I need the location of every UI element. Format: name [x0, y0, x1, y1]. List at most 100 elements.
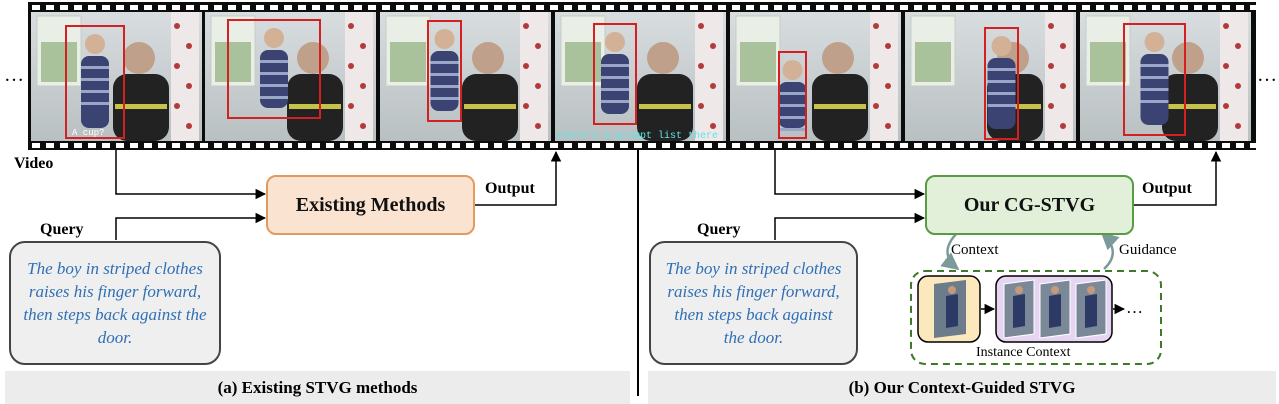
- film-perforation: [1096, 5, 1104, 10]
- film-perforations-top: [32, 5, 1258, 10]
- context-label: Context: [951, 242, 999, 258]
- cgstvg-output-arrow: [1134, 150, 1222, 206]
- frame-curtain: [1045, 12, 1073, 141]
- curtain-flower: [873, 63, 879, 69]
- film-perforation: [816, 143, 824, 148]
- film-perforation: [200, 143, 208, 148]
- frame-person-boy-head: [85, 34, 105, 54]
- frame-person-boy: [430, 51, 459, 111]
- frame-boy-stripe: [778, 104, 807, 107]
- film-perforation: [284, 5, 292, 10]
- film-perforation: [214, 143, 222, 148]
- film-perforation: [634, 5, 642, 10]
- film-perforation: [830, 5, 838, 10]
- instance-context-diagram: [910, 270, 1162, 365]
- target-bounding-box: [227, 19, 321, 119]
- film-perforation: [1082, 143, 1090, 148]
- film-perforation: [536, 5, 544, 10]
- target-bounding-box: [984, 27, 1019, 140]
- curtain-flower: [698, 103, 704, 109]
- frame-person-boy: [601, 54, 629, 114]
- film-perforation: [270, 5, 278, 10]
- frame-curtain: [695, 12, 723, 141]
- frame-boy-stripe: [260, 60, 288, 63]
- film-perforation: [88, 143, 96, 148]
- target-bounding-box: [65, 25, 125, 139]
- frame-boy-stripe: [260, 84, 288, 87]
- instance-ellipsis: …: [1126, 298, 1143, 317]
- curtain-flower: [710, 123, 716, 129]
- video-to-existing-arrow: [115, 150, 267, 200]
- film-perforation: [424, 143, 432, 148]
- film-perforation: [522, 143, 530, 148]
- query-label: Query: [40, 221, 84, 238]
- frame-shirt-stripe: [115, 104, 167, 109]
- film-perforation: [634, 143, 642, 148]
- film-perforation: [46, 5, 54, 10]
- film-perforation: [732, 5, 740, 10]
- film-perforation: [1222, 143, 1230, 148]
- film-perforation: [928, 143, 936, 148]
- film-perforation: [60, 5, 68, 10]
- frame-person-boy-head: [1144, 32, 1165, 52]
- film-perforation: [256, 5, 264, 10]
- film-perforation: [690, 143, 698, 148]
- frame-boy-stripe: [1140, 88, 1169, 91]
- film-perforation: [676, 143, 684, 148]
- target-bounding-box: [778, 51, 807, 139]
- frame-boy-stripe: [987, 104, 1016, 107]
- film-perforation: [914, 5, 922, 10]
- context-arrow: [940, 231, 960, 271]
- initial-instance-thumb: [934, 280, 966, 338]
- frame-boy-stripe: [987, 92, 1016, 95]
- frame-person-boy-head: [605, 32, 625, 52]
- frame-person-adult-head: [822, 42, 854, 74]
- film-perforation: [942, 143, 950, 148]
- film-perforation: [410, 143, 418, 148]
- film-perforation: [550, 5, 558, 10]
- film-perforation: [886, 5, 894, 10]
- film-perforation: [886, 143, 894, 148]
- film-perforation: [536, 143, 544, 148]
- film-perforation: [984, 143, 992, 148]
- film-perforation: [480, 143, 488, 148]
- film-ellipsis-right: …: [1257, 64, 1277, 86]
- film-perforation: [718, 143, 726, 148]
- frame-person-boy-head: [782, 60, 803, 80]
- curtain-flower: [535, 83, 541, 89]
- film-perforation: [606, 143, 614, 148]
- film-perforation: [564, 5, 572, 10]
- curtain-flower: [174, 63, 180, 69]
- film-perforation: [102, 143, 110, 148]
- film-perforation: [368, 5, 376, 10]
- film-perforation: [620, 5, 628, 10]
- film-perforation: [144, 143, 152, 148]
- film-perforation: [550, 143, 558, 148]
- video-frame: [380, 12, 551, 141]
- frame-person-adult-head: [297, 42, 329, 74]
- film-perforation: [1208, 143, 1216, 148]
- film-perforation: [662, 5, 670, 10]
- film-perforation: [480, 5, 488, 10]
- output-label: Output: [1142, 180, 1192, 197]
- curtain-flower: [1223, 23, 1229, 29]
- curtain-flower: [710, 43, 716, 49]
- film-perforation: [1096, 143, 1104, 148]
- film-perforation: [1236, 5, 1244, 10]
- film-perforation: [368, 143, 376, 148]
- curtain-flower: [1048, 63, 1054, 69]
- film-perforation: [186, 143, 194, 148]
- film-perforation: [774, 5, 782, 10]
- film-perforation: [438, 143, 446, 148]
- film-perforation: [1194, 5, 1202, 10]
- film-perforation: [774, 143, 782, 148]
- caption-ours: (b) Our Context-Guided STVG: [648, 371, 1276, 404]
- frame-greenery: [390, 42, 426, 82]
- frame-person-adult-head: [123, 42, 155, 74]
- film-perforation: [662, 143, 670, 148]
- curtain-flower: [873, 103, 879, 109]
- caption-existing: (a) Existing STVG methods: [5, 371, 630, 404]
- query-to-cgstvg-arrow: [774, 212, 926, 240]
- film-perforation: [130, 5, 138, 10]
- frame-boy-stripe: [260, 96, 288, 99]
